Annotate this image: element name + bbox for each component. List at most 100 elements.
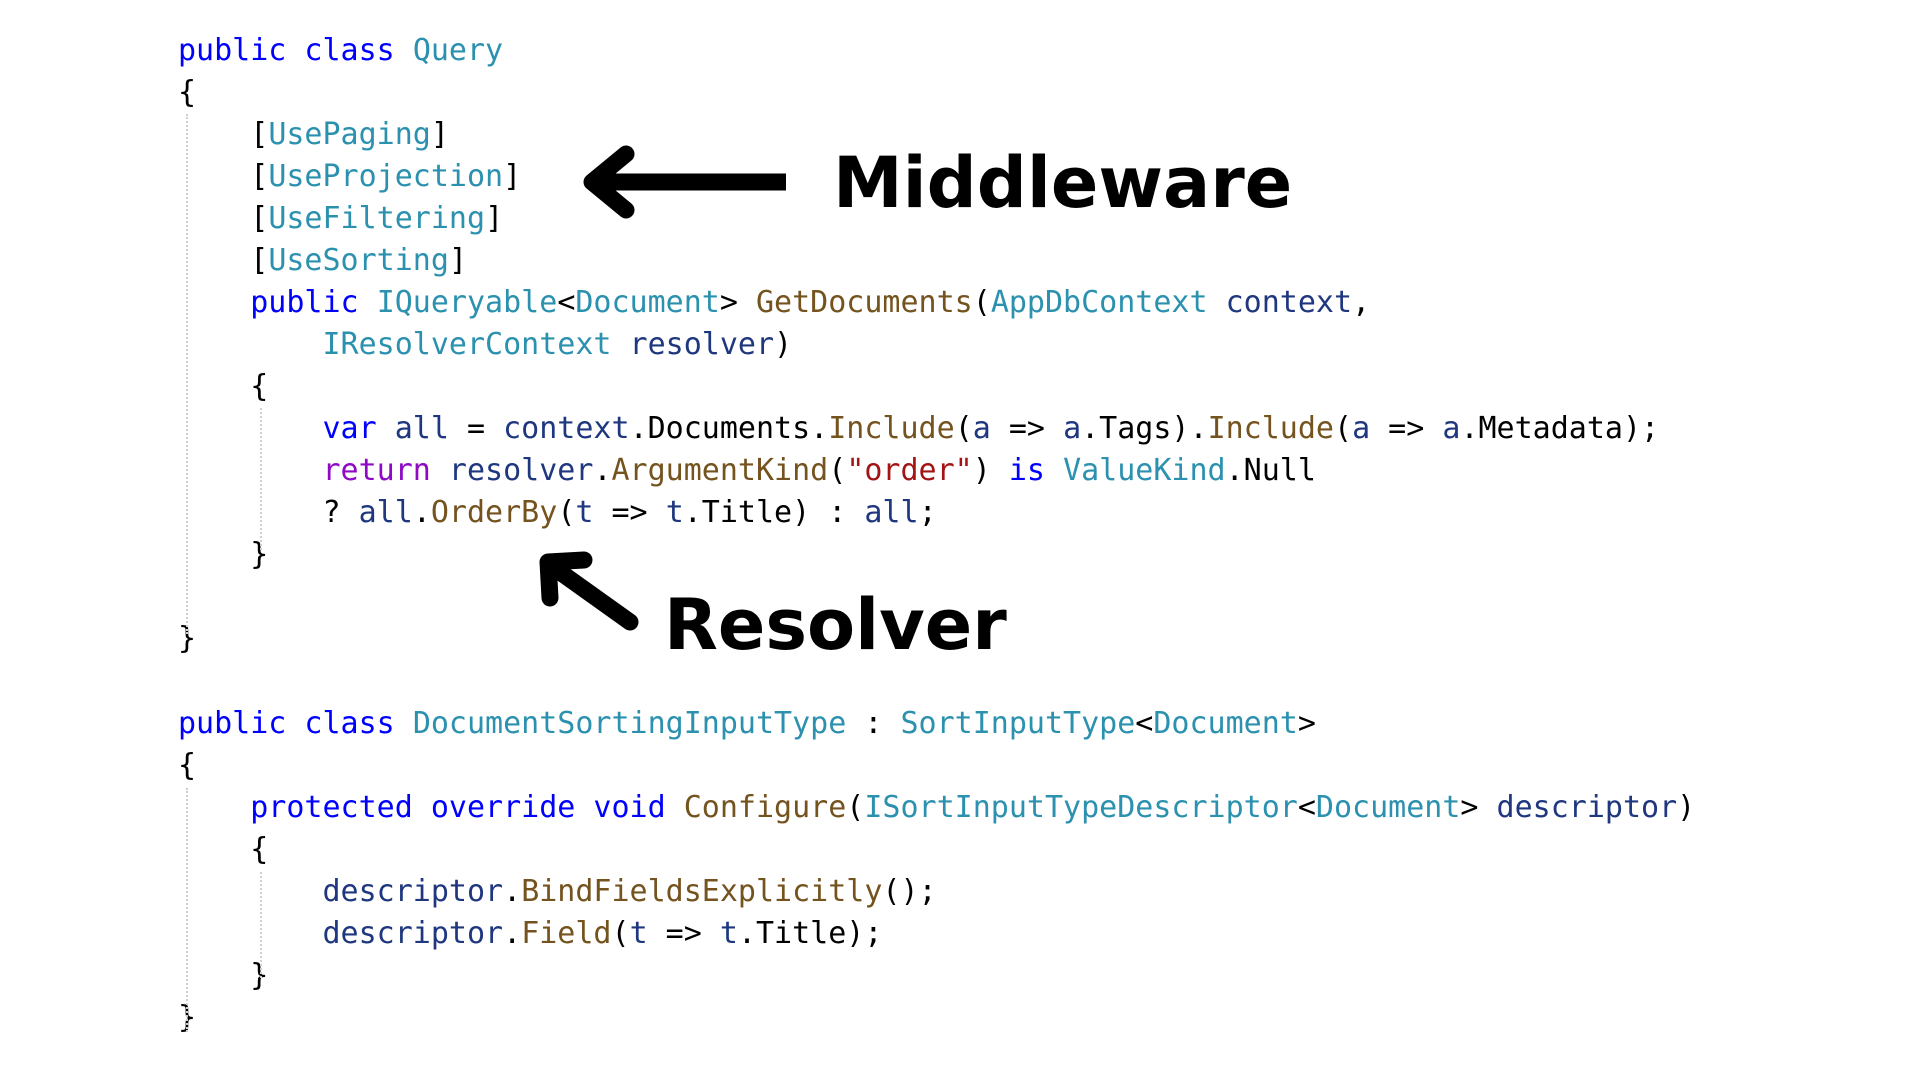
code-token-keyword: public class — [178, 33, 413, 68]
code-token-method: OrderBy — [430, 495, 558, 530]
code-line: ? all.OrderBy(t => t.Title) : all; — [178, 492, 1659, 534]
code-token-punctuation: ; — [918, 495, 937, 530]
code-token-identifier: t — [719, 916, 738, 951]
indent-guide-get-documents — [260, 408, 262, 550]
code-token-identifier: context — [1207, 285, 1353, 320]
code-token-identifier: a — [972, 411, 991, 446]
code-token-punctuation: > — [1460, 790, 1497, 825]
code-token-type: IQueryable — [376, 285, 558, 320]
code-token-punctuation: .Title); — [737, 916, 883, 951]
code-token-type: UseFiltering — [268, 201, 486, 236]
code-line: protected override void Configure(ISortI… — [178, 787, 1695, 829]
code-token-method: Configure — [683, 790, 847, 825]
document-sorting-input-type-code: public class DocumentSortingInputType : … — [178, 703, 1695, 1039]
code-token-punctuation: .Documents. — [629, 411, 829, 446]
middleware-label: Middleware — [833, 142, 1293, 224]
code-token-punctuation: } — [178, 958, 269, 993]
code-token-identifier: t — [629, 916, 648, 951]
code-token-identifier: all — [358, 495, 413, 530]
code-token-type: ValueKind — [1063, 453, 1226, 488]
code-line: } — [178, 618, 1659, 660]
code-token-punctuation: ] — [503, 159, 522, 194]
code-token-string: "order" — [846, 453, 973, 488]
code-token-punctuation: [ — [178, 201, 269, 236]
code-line: [UseFiltering] — [178, 198, 1659, 240]
code-line: descriptor.BindFieldsExplicitly(); — [178, 871, 1695, 913]
resolver-arrow — [539, 551, 639, 631]
code-token-identifier: descriptor — [1496, 790, 1678, 825]
query-class-code: public class Query{ [UsePaging] [UseProj… — [178, 30, 1659, 660]
code-token-punctuation: .Null — [1225, 453, 1316, 488]
code-line: public class DocumentSortingInputType : … — [178, 703, 1695, 745]
code-token-method: ArgumentKind — [611, 453, 829, 488]
code-token-method: Include — [1207, 411, 1334, 446]
code-token-punctuation: ( — [1334, 411, 1353, 446]
code-token-punctuation: ? — [178, 495, 359, 530]
code-token-type: UsePaging — [268, 117, 431, 152]
code-token-punctuation: ( — [954, 411, 973, 446]
code-token-type: Document — [1315, 790, 1461, 825]
code-token-identifier: a — [1063, 411, 1082, 446]
code-token-punctuation: ) — [1677, 790, 1696, 825]
code-token-method: GetDocuments — [756, 285, 973, 320]
code-token-punctuation: { — [178, 748, 197, 783]
indent-guide-configure — [260, 872, 262, 978]
code-token-punctuation: => — [593, 495, 666, 530]
code-token-punctuation: } — [178, 621, 197, 656]
code-token-identifier: resolver — [611, 327, 775, 362]
code-token-identifier: a — [1352, 411, 1371, 446]
code-token-punctuation: : — [846, 706, 901, 741]
code-token-punctuation: } — [178, 537, 269, 572]
code-line: [UsePaging] — [178, 114, 1659, 156]
code-token-punctuation: ] — [448, 243, 467, 278]
code-token-punctuation: .Metadata); — [1460, 411, 1660, 446]
code-token-control-keyword: return — [322, 453, 431, 488]
code-token-punctuation: ) — [774, 327, 793, 362]
code-token-punctuation: { — [178, 369, 269, 404]
code-token-punctuation: . — [503, 916, 522, 951]
code-token-punctuation: < — [1297, 790, 1316, 825]
code-token-type: IResolverContext — [322, 327, 612, 362]
code-line: public class Query — [178, 30, 1659, 72]
code-token-keyword: var — [322, 411, 377, 446]
code-token-type: Query — [412, 33, 504, 68]
code-token-punctuation: ( — [972, 285, 991, 320]
code-token-punctuation: => — [647, 916, 720, 951]
code-token-type: ISortInputTypeDescriptor — [864, 790, 1298, 825]
code-line: return resolver.ArgumentKind("order") is… — [178, 450, 1659, 492]
code-token-punctuation: . — [412, 495, 431, 530]
code-token-punctuation: => — [990, 411, 1064, 446]
middleware-arrow — [583, 145, 786, 219]
code-token-punctuation: > — [1297, 706, 1316, 741]
code-token-keyword: public — [178, 285, 377, 320]
code-line: { — [178, 745, 1695, 787]
code-token-type: Document — [575, 285, 720, 320]
code-token-identifier: t — [575, 495, 594, 530]
code-token-type: AppDbContext — [990, 285, 1208, 320]
code-token-punctuation: .Title) : — [683, 495, 865, 530]
resolver-label: Resolver — [664, 584, 1007, 666]
code-token-keyword: public class — [178, 706, 413, 741]
code-token-punctuation: ( — [846, 790, 865, 825]
code-token-method: Include — [828, 411, 955, 446]
code-token-type: Document — [1153, 706, 1298, 741]
code-token-type: UseSorting — [268, 243, 449, 278]
code-token-punctuation: [ — [178, 117, 269, 152]
code-token-method: BindFieldsExplicitly — [521, 874, 883, 909]
code-line: { — [178, 366, 1659, 408]
code-line: [UseProjection] — [178, 156, 1659, 198]
code-token-keyword: is — [1008, 453, 1045, 488]
code-token-punctuation: ] — [430, 117, 449, 152]
code-line: var all = context.Documents.Include(a =>… — [178, 408, 1660, 450]
code-token-punctuation: , — [1352, 285, 1371, 320]
code-token-identifier: all — [376, 411, 467, 446]
code-token-method: Field — [521, 916, 612, 951]
code-token-type: UseProjection — [268, 159, 504, 194]
code-token-identifier: a — [1442, 411, 1461, 446]
code-token-punctuation: [ — [178, 243, 269, 278]
code-token-keyword: protected override void — [178, 790, 684, 825]
code-token-punctuation: . — [503, 874, 522, 909]
code-token-type: DocumentSortingInputType — [412, 706, 847, 741]
code-token-identifier: all — [864, 495, 919, 530]
